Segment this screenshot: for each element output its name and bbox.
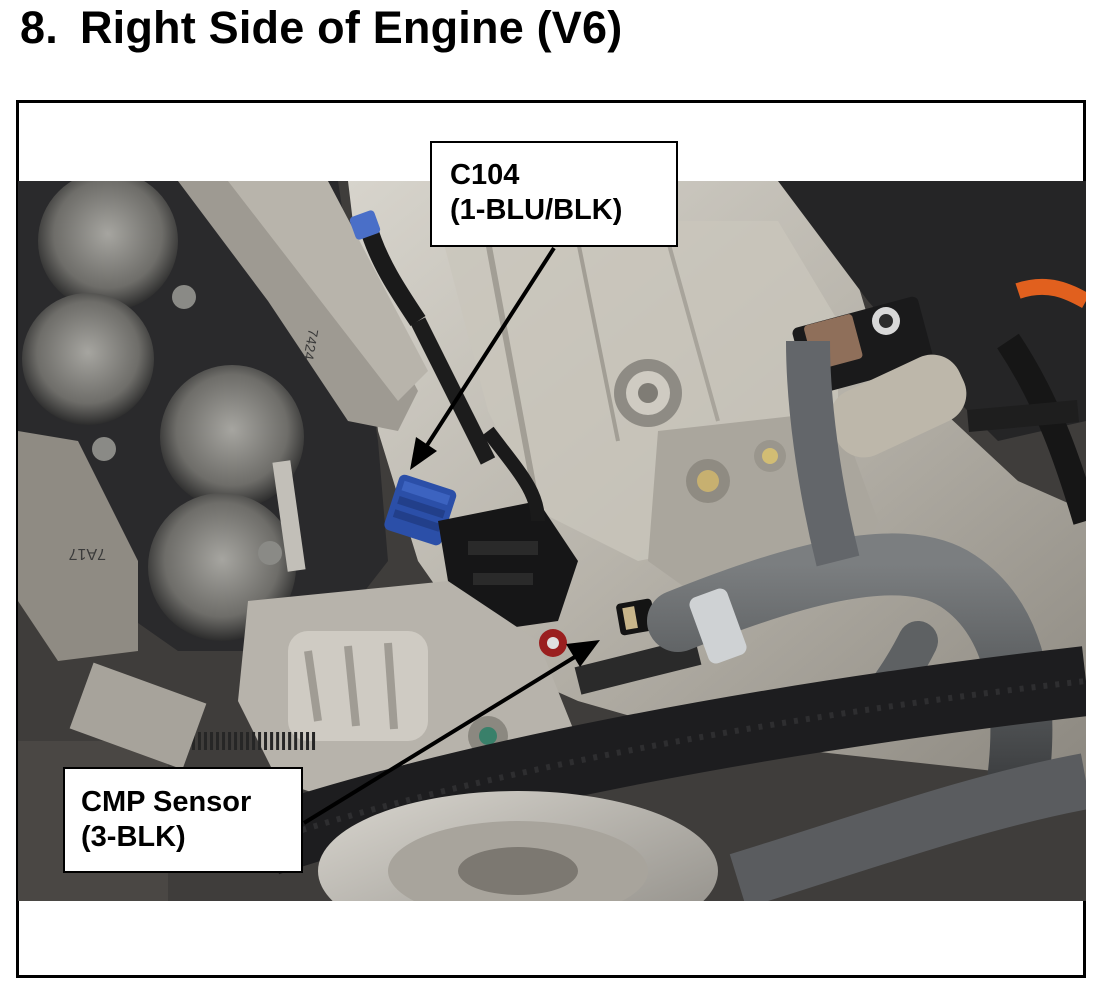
cmp-sensor-wire-color: (3-BLK) — [81, 821, 186, 853]
c104-label: C104 — [450, 159, 520, 191]
cmp-sensor-callout: CMP Sensor (3-BLK) — [63, 767, 303, 873]
gasket-tag-1: 7A17 — [69, 545, 106, 562]
title-number: 8. — [20, 2, 58, 53]
c104-wire-color: (1-BLU/BLK) — [450, 194, 623, 226]
gasket-tag-2: 7424 — [300, 328, 321, 362]
cmp-sensor-label: CMP Sensor — [81, 786, 252, 818]
page-title: 8. Right Side of Engine (V6) — [20, 2, 622, 54]
title-text: Right Side of Engine (V6) — [79, 2, 623, 53]
c104-callout: C104 (1-BLU/BLK) — [430, 141, 678, 247]
